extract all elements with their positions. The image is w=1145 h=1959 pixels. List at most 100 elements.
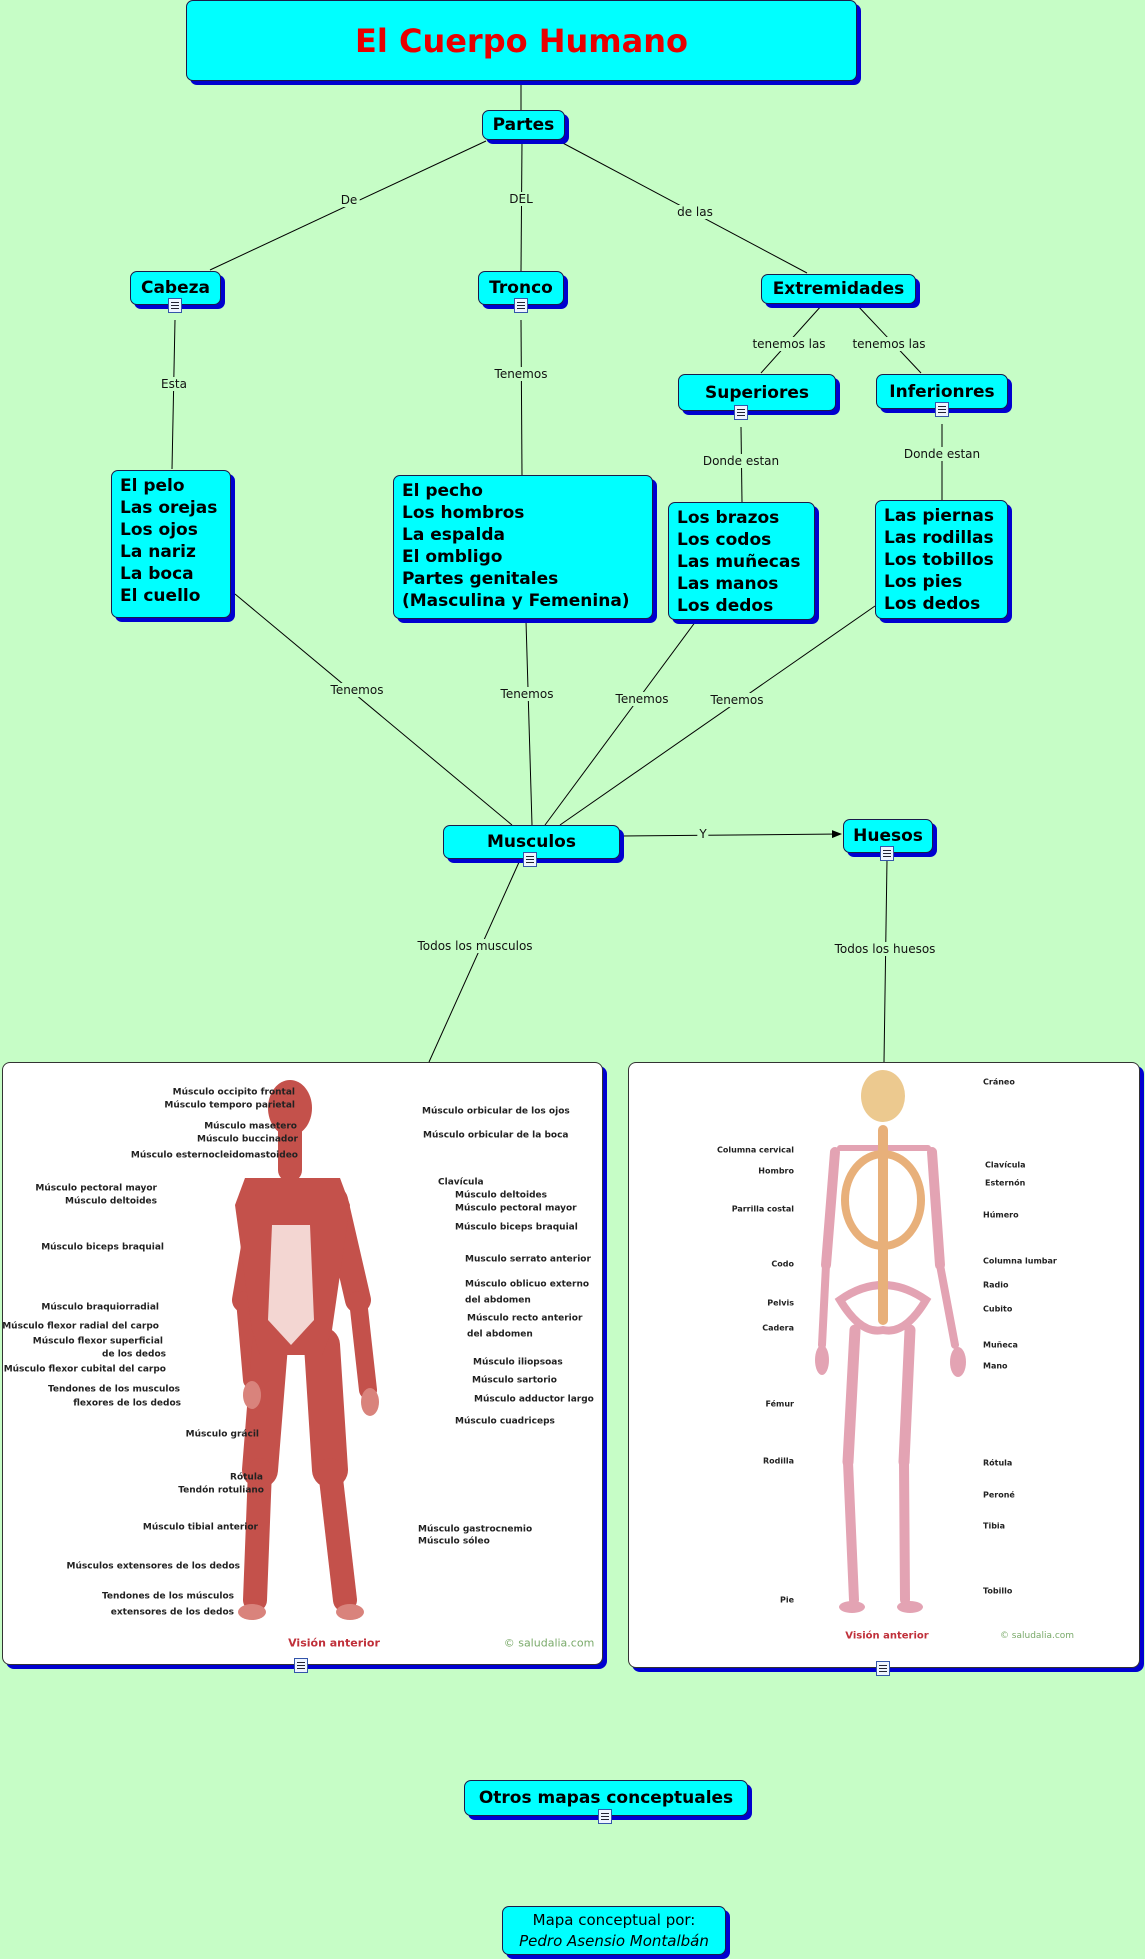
anatomy-label: Cubito [983,1304,1013,1314]
link-label-todos-musculos: Todos los musculos [415,939,535,953]
anatomy-label: Músculo cuadriceps [455,1416,555,1427]
list-item: Las piernas [884,506,994,526]
anatomy-label: Tendón rotuliano [178,1485,264,1496]
anatomy-label: Peroné [983,1490,1015,1500]
link-label-y: Y [697,827,709,841]
anatomy-label: flexores de los dedos [73,1398,181,1409]
list-item: Los hombros [402,503,525,523]
list-item: La espalda [402,525,505,545]
anatomy-label: Músculo esternocleidomastoideo [130,1150,298,1161]
anatomy-label: Tendones de los músculos [101,1591,234,1602]
anatomy-label: Músculo pectoral mayor [35,1183,157,1194]
note-icon[interactable] [598,1809,612,1824]
list-item: El ombligo [402,547,503,567]
list-item: (Masculina y Femenina) [402,591,630,611]
anatomy-label: Músculo biceps braquial [455,1222,578,1233]
anatomy-label: Músculo deltoides [65,1196,157,1207]
anatomy-label: Músculo gastrocnemio [418,1524,533,1535]
list-item: Los dedos [884,594,981,614]
link-label-todos-huesos: Todos los huesos [832,942,938,956]
note-icon[interactable] [880,846,894,861]
anatomy-label: del abdomen [467,1329,533,1340]
anatomy-label: Músculo orbicular de la boca [423,1130,569,1141]
node-partes[interactable]: Partes [482,110,565,140]
anatomy-label: Rótula [983,1458,1013,1468]
anatomy-label: Músculo braquiorradial [41,1302,159,1313]
list-item: El cuello [120,586,201,606]
list-item: Las manos [677,574,779,594]
link-label-tenemos-cabeza: Tenemos [328,683,386,697]
anatomy-label: Clavícula [438,1177,484,1188]
list-item: Las rodillas [884,528,994,548]
anatomy-label: Músculo biceps braquial [41,1242,164,1253]
list-item: Los brazos [677,508,780,528]
list-item: La nariz [120,542,196,562]
anatomy-label: Músculo sartorio [472,1375,557,1386]
link-label-tenemos-superiores: Tenemos [613,692,671,706]
link-label-tenemos-las-inferiores: tenemos las [850,337,928,351]
anatomy-label: de los dedos [102,1349,166,1360]
node-superiores[interactable]: Superiores [678,374,836,411]
node-extremidades[interactable]: Extremidades [761,274,916,304]
anatomy-label: Músculo flexor radial del carpo [2,1321,159,1332]
link-label-del: DEL [507,192,535,206]
anatomy-label: Cráneo [983,1077,1015,1087]
author-caption: Mapa conceptual por: [532,1911,696,1929]
anatomy-label: Clavícula [985,1160,1026,1170]
note-icon[interactable] [168,298,182,313]
anatomy-label: Músculos extensores de los dedos [66,1561,240,1572]
note-icon[interactable] [514,298,528,313]
anatomy-label: Hombro [758,1166,794,1176]
anatomy-label: Rótula [230,1472,263,1483]
link-label-de-las: de las [675,205,715,219]
anatomy-label: Tibia [983,1521,1006,1531]
anatomy-label: Músculo pectoral mayor [455,1203,577,1214]
link-label-donde-estan-inferiores: Donde estan [901,447,983,461]
anatomy-label: Músculo deltoides [455,1190,547,1201]
anatomy-label: Musculo serrato anterior [465,1254,591,1265]
anatomy-label: Músculo iliopsoas [473,1357,563,1368]
title-node[interactable]: El Cuerpo Humano [186,0,857,81]
muscle-diagram-image [2,1062,603,1665]
anatomy-label: Tendones de los musculos [47,1384,180,1395]
anatomy-label: Codo [771,1259,794,1269]
anatomy-label: Músculo flexor superficial [32,1336,163,1347]
anatomy-label: Músculo recto anterior [467,1313,583,1324]
anatomy-label: Músculo masetero [204,1121,297,1132]
anatomy-label: Húmero [983,1210,1019,1220]
anatomy-label: Rodilla [762,1456,794,1466]
note-icon[interactable] [935,402,949,417]
author-name: Pedro Asensio Montalbán [519,1932,709,1950]
list-item: Partes genitales [402,569,559,589]
anatomy-label: Músculo tibial anterior [142,1522,258,1533]
anatomy-label: Parrilla costal [731,1204,794,1214]
muscle-credit: © saludalia.com [503,1636,595,1650]
link-label-esta: Esta [159,377,189,391]
anatomy-label: Cadera [762,1323,794,1333]
anatomy-label: Fémur [765,1399,794,1409]
list-item: Los dedos [677,596,774,616]
list-item: Los codos [677,530,772,550]
list-item: Los ojos [120,520,198,540]
note-icon[interactable] [294,1658,308,1673]
list-item: Las muñecas [677,552,801,572]
anatomy-label: Muñeca [983,1340,1018,1350]
note-icon[interactable] [734,405,748,420]
list-item: El pelo [120,476,185,496]
anatomy-label: Mano [983,1361,1008,1371]
note-icon[interactable] [876,1661,890,1676]
muscle-caption: Visión anterior [288,1636,380,1650]
note-icon[interactable] [523,852,537,867]
anatomy-label: Músculo buccinador [196,1134,298,1145]
anatomy-label: Tobillo [983,1586,1013,1596]
anatomy-label: Músculo oblicuo externo [465,1279,590,1290]
author-box: Mapa conceptual por: Pedro Asensio Monta… [502,1906,726,1955]
skeleton-caption: Visión anterior [845,1630,929,1642]
anatomy-label: Columna lumbar [983,1256,1057,1266]
link-label-de: De [338,193,360,207]
anatomy-label: Músculo adductor largo [474,1394,594,1405]
